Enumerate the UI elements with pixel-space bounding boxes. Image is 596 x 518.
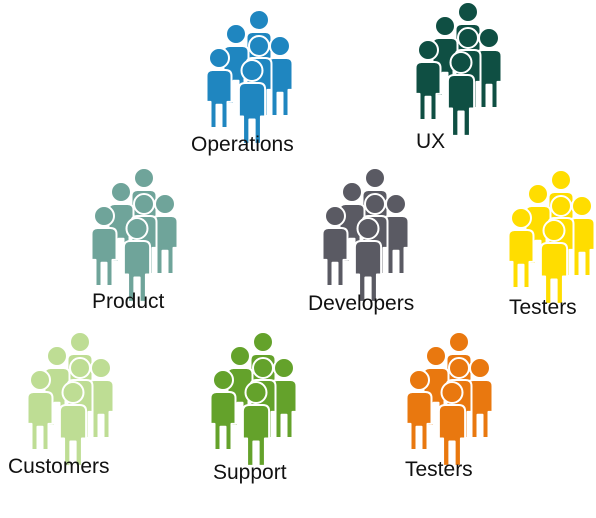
people-crowd-icon <box>507 169 596 305</box>
people-crowd-icon <box>26 331 115 467</box>
group-label: UX <box>416 130 446 153</box>
group-label: Testers <box>405 458 473 481</box>
people-crowd-icon <box>90 167 179 303</box>
people-crowd-icon <box>414 1 503 137</box>
group-label: Operations <box>191 133 294 156</box>
people-crowd-icon <box>205 9 294 145</box>
group-label: Testers <box>509 296 577 319</box>
group-label: Support <box>213 461 287 484</box>
group-label: Customers <box>8 455 110 478</box>
people-crowd-icon <box>405 331 494 467</box>
people-crowd-icon <box>209 331 298 467</box>
people-crowd-icon <box>321 167 410 303</box>
group-label: Developers <box>308 292 415 315</box>
group-label: Product <box>92 290 165 313</box>
